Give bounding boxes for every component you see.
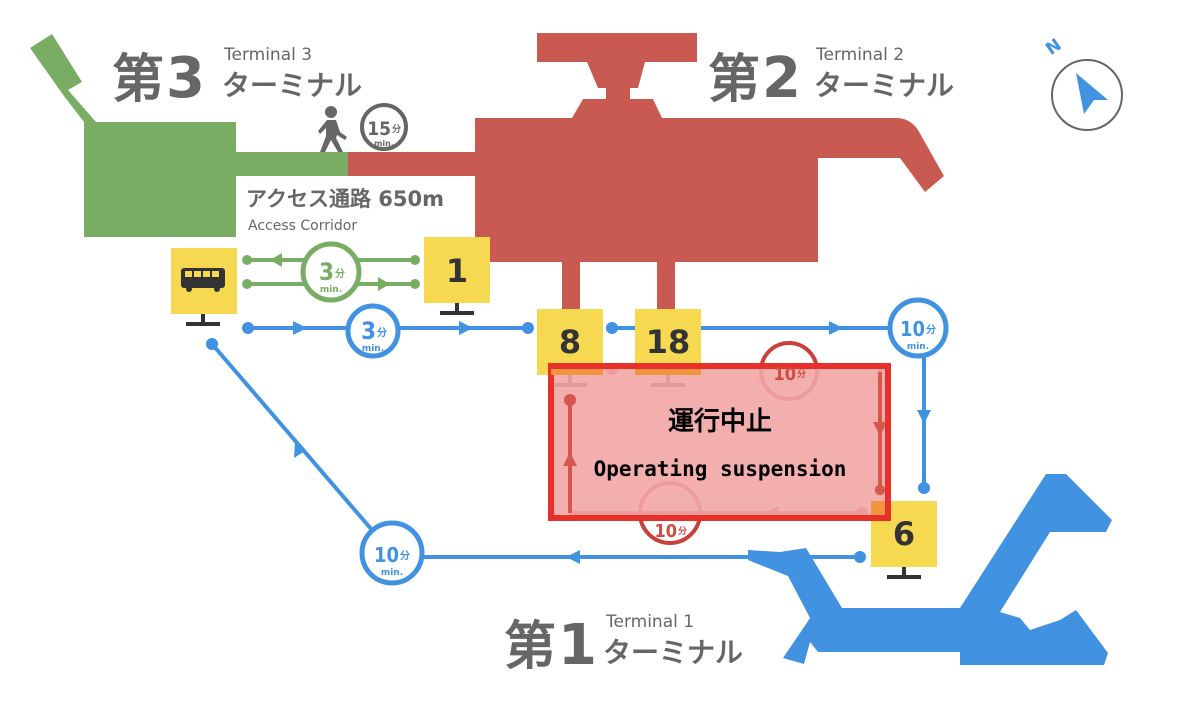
terminal-1-number: 1 bbox=[558, 613, 597, 678]
access-corridor: 15 分 min. アクセス通路 650m Access Corridor bbox=[246, 103, 444, 234]
terminal-3-building bbox=[30, 34, 348, 237]
red-time-top-unit-jp: 分 bbox=[797, 368, 806, 380]
terminal-1-english: Terminal 1 bbox=[605, 612, 694, 632]
terminal-3-kanji: 第 bbox=[112, 50, 164, 110]
red-time-bottom-value: 10 bbox=[654, 521, 677, 542]
blue-bus-time-3-value: 10 bbox=[374, 543, 399, 567]
walk-time-unit-jp: 分 bbox=[392, 123, 401, 135]
stop-6-overlap bbox=[871, 501, 885, 515]
green-shuttle-time-value: 3 bbox=[319, 258, 334, 286]
blue-bus-time-1-unit-en: min. bbox=[362, 344, 384, 354]
terminal-1-kanji: 第 bbox=[504, 617, 556, 677]
suspension-overlay bbox=[548, 363, 891, 521]
terminal-3-label: 第 3 Terminal 3 ターミナル bbox=[112, 45, 362, 111]
terminal-3-number: 3 bbox=[166, 46, 205, 111]
compass-north-label: N bbox=[1042, 35, 1065, 60]
access-corridor-title-jp: アクセス通路 650m bbox=[246, 187, 444, 211]
terminal-3-english: Terminal 3 bbox=[223, 45, 312, 65]
stop-18-label: 18 bbox=[646, 323, 691, 361]
terminal-2-label: 第 2 Terminal 2 ターミナル bbox=[708, 45, 954, 111]
walk-time-circle bbox=[360, 103, 408, 151]
access-corridor-title-en: Access Corridor bbox=[248, 218, 357, 234]
blue-bus-time-3-unit-en: min. bbox=[381, 568, 403, 578]
terminal-2-kana: ターミナル bbox=[814, 69, 954, 102]
blue-bus-time-1-unit-jp: 分 bbox=[377, 326, 387, 339]
bus-icon bbox=[181, 268, 225, 292]
blue-bus-time-3-unit-jp: 分 bbox=[400, 549, 410, 562]
red-time-top-value: 10 bbox=[773, 364, 796, 385]
stop-1[interactable]: 1 bbox=[424, 237, 490, 315]
blue-bus-time-circle-3 bbox=[359, 520, 425, 586]
compass-arrow-icon bbox=[1076, 73, 1108, 114]
green-shuttle-time-unit-jp: 分 bbox=[335, 267, 345, 280]
stop-8-overlap bbox=[551, 369, 603, 375]
walk-time-value: 15 bbox=[367, 118, 391, 140]
suspension-title-jp: 運行中止 bbox=[668, 406, 772, 437]
red-route-through-overlay bbox=[563, 372, 887, 513]
green-shuttle-time-circle bbox=[300, 241, 362, 303]
suspension-title-en: Operating suspension bbox=[594, 457, 847, 481]
stop-18[interactable]: 18 bbox=[635, 309, 701, 387]
stop-1-label: 1 bbox=[446, 252, 468, 290]
pedestrian-icon bbox=[318, 106, 347, 152]
terminal-2-number: 2 bbox=[762, 46, 801, 111]
terminal-1-kana: ターミナル bbox=[603, 636, 743, 669]
terminal-3-kana: ターミナル bbox=[222, 69, 362, 102]
terminal-2-kanji: 第 bbox=[708, 50, 760, 110]
red-time-bottom-unit-jp: 分 bbox=[678, 525, 687, 537]
blue-bus-time-circle-2 bbox=[887, 297, 949, 359]
terminal-1-label: 第 1 Terminal 1 ターミナル bbox=[504, 612, 743, 678]
blue-bus-time-2-unit-en: min. bbox=[907, 342, 929, 352]
stop-6-label: 6 bbox=[893, 515, 915, 553]
stop-18-overlap bbox=[635, 369, 701, 375]
stop-bus[interactable] bbox=[171, 248, 237, 326]
compass: N bbox=[1042, 35, 1123, 131]
terminal-2-english: Terminal 2 bbox=[815, 45, 904, 65]
compass-ring bbox=[1051, 59, 1123, 131]
terminal-1-building bbox=[748, 474, 1112, 665]
blue-bus-time-circle-1 bbox=[345, 303, 401, 359]
green-shuttle-time-unit-en: min. bbox=[320, 285, 342, 295]
blue-bus-time-2-value: 10 bbox=[900, 317, 925, 341]
terminal-2-building bbox=[348, 33, 944, 312]
stop-8-label: 8 bbox=[559, 323, 581, 361]
blue-bus-time-2-unit-jp: 分 bbox=[926, 323, 936, 336]
blue-bus-route bbox=[206, 297, 949, 586]
walk-time-unit-en: min. bbox=[374, 139, 394, 148]
blue-bus-time-1-value: 3 bbox=[361, 317, 376, 345]
green-shuttle-route bbox=[242, 241, 420, 303]
